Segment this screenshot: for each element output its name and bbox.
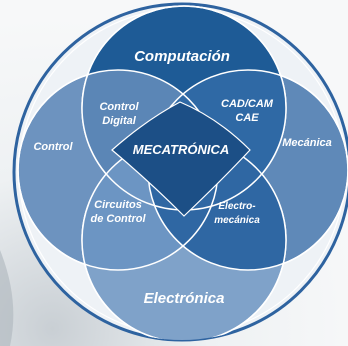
background-shadow-shape [0,250,14,346]
label-center: MECATRÓNICA [133,142,230,157]
label-mecanica: Mecánica [282,137,332,149]
label-control: Control [33,141,73,153]
label-circuitos-2: de Control [91,213,147,225]
label-computacion: Computación [134,48,230,65]
label-cad-cam-2: CAE [235,112,259,124]
label-electromecanica-2: mecánica [214,215,260,226]
label-control-digital-1: Control [99,101,139,113]
label-circuitos-1: Circuitos [94,199,142,211]
center-region [111,101,251,217]
label-cad-cam-1: CAD/CAM [221,98,274,110]
overlap-electromecanica [148,138,286,270]
label-control-digital-2: Digital [102,115,137,127]
label-electronica: Electrónica [144,290,225,307]
label-electromecanica-1: Electro- [218,201,256,212]
